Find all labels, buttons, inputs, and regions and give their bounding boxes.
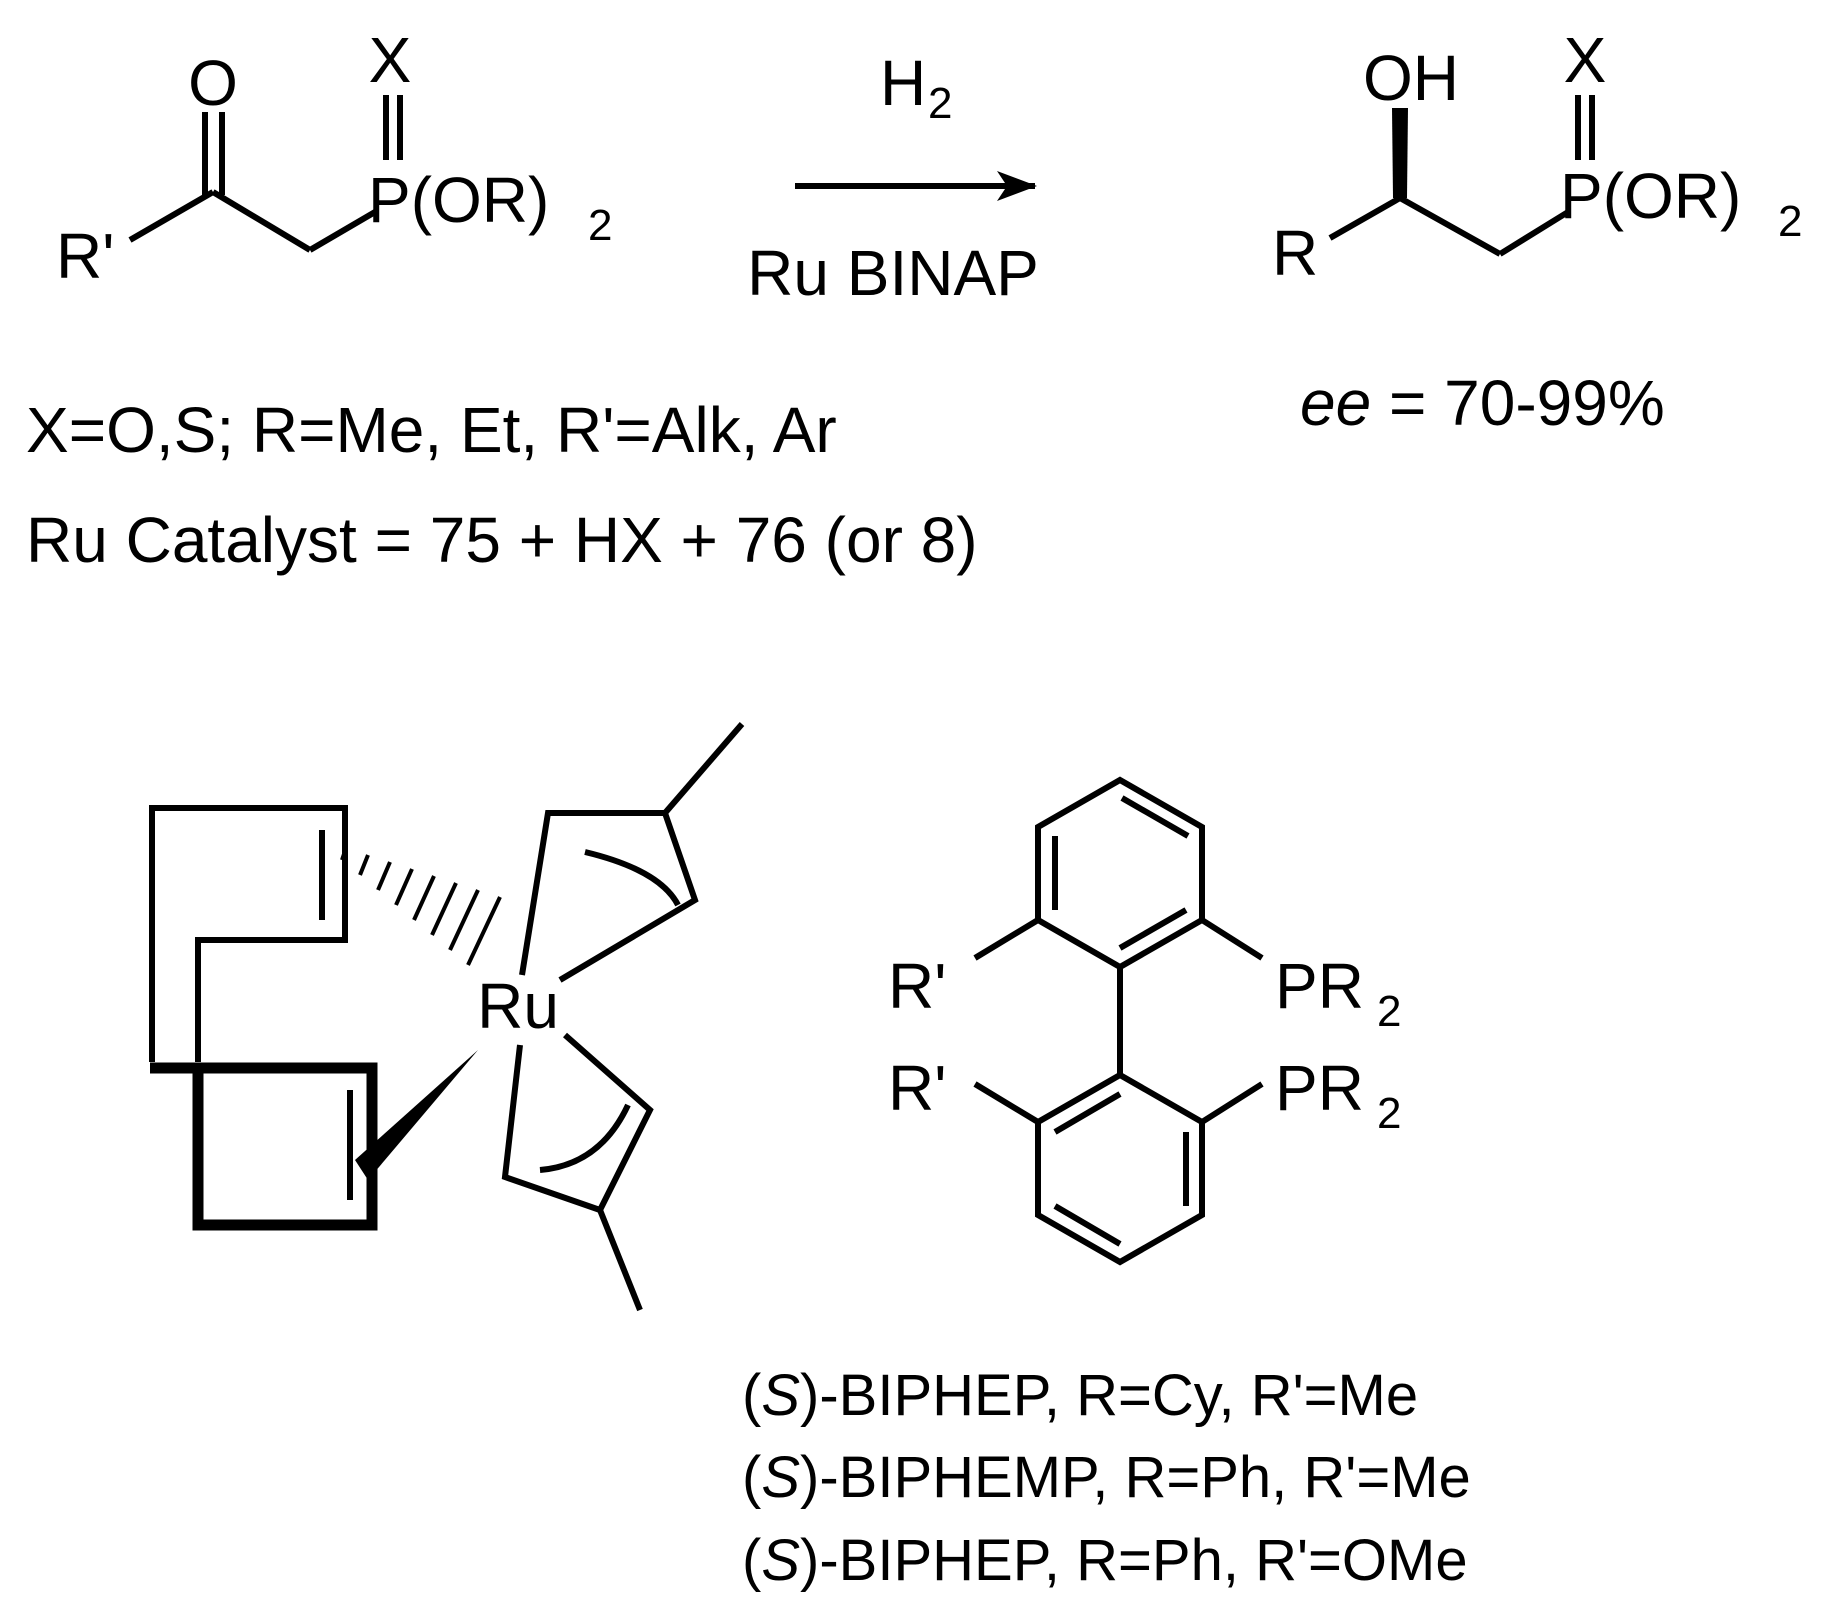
ligand-pr2-top-label: PR (1275, 950, 1364, 1022)
methallyl-upper-methyl (662, 722, 745, 815)
reactant-phosphonate-label: P(OR) (368, 164, 549, 236)
enantiomeric-excess-label: ee = 70-99% (1300, 367, 1665, 439)
reactant-x-label: X (369, 24, 412, 96)
ligand-pr2-bottom-subscript: 2 (1377, 1089, 1401, 1138)
bond-pr2-bottom (1200, 1081, 1264, 1125)
reagent-h2-label: H (880, 47, 926, 119)
cod-back-ring (149, 805, 348, 1062)
reaction-arrow-group: H 2 Ru BINAP (747, 47, 1039, 309)
bottom-ring-inner-1 (1053, 1091, 1122, 1135)
ligand-pr2-bottom-label: PR (1275, 1052, 1364, 1124)
product-phosphonate-label: P(OR) (1560, 160, 1741, 232)
bond-rprime-bottom (973, 1081, 1040, 1125)
ligand-caption: (S)-BIPHEP, R=Ph, R'=OMe (742, 1528, 1468, 1593)
biphenyl-bottom-ring (1035, 1071, 1205, 1266)
methallyl-lower (501, 1032, 654, 1214)
ketone-oxygen-label: O (188, 47, 238, 119)
product-hydroxyphosphonate: OH X R P(OR) 2 ee = 70-99% (1272, 24, 1802, 439)
product-phosphonate-subscript: 2 (1778, 197, 1802, 246)
ligand-rprime-bottom-label: R' (888, 1052, 946, 1124)
top-ring-inner-3 (1118, 907, 1188, 951)
ligand-pr2-top-subscript: 2 (1377, 987, 1401, 1036)
cod-front-top (150, 1062, 378, 1142)
reactant-rprime-label: R' (56, 220, 114, 292)
hashed-bond-ru-cod (340, 847, 502, 966)
bond-ch2-p (308, 209, 377, 253)
bond-r-c (1328, 195, 1402, 241)
ligand-captions: (S)-BIPHEP, R=Cy, R'=Me (S)-BIPHEMP, R=P… (742, 1363, 1471, 1593)
ee-italic: ee (1300, 367, 1371, 439)
wedge-bond-ru-cod (355, 1050, 478, 1180)
substituent-note: X=O,S; R=Me, Et, R'=Alk, Ar (26, 394, 837, 466)
methallyl-lower-delocalization (539, 1103, 631, 1173)
biphenyl-top-ring (1035, 776, 1205, 971)
methallyl-upper-delocalization (584, 849, 681, 907)
cod-front-bottom (192, 1068, 378, 1231)
product-r-label: R (1272, 217, 1318, 289)
reactant-phosphonate-subscript: 2 (588, 201, 612, 250)
ee-value: = 70-99% (1371, 367, 1665, 439)
product-x-label: X (1564, 24, 1607, 96)
bond-pr2-top (1200, 917, 1264, 961)
ligand-caption: (S)-BIPHEMP, R=Ph, R'=Me (742, 1445, 1471, 1510)
bond-rprime-top (973, 917, 1040, 961)
bond-c-ch2 (211, 189, 312, 253)
bond-ch2-p-product (1498, 209, 1570, 257)
ruthenium-label: Ru (477, 970, 559, 1042)
biphep-ligand: R' R' PR 2 PR 2 (888, 776, 1401, 1266)
methallyl-lower-methyl (597, 1208, 643, 1312)
bond-rprime-c (128, 189, 215, 243)
ruthenium-cod-complex: Ru (149, 722, 745, 1312)
ligand-rprime-top-label: R' (888, 950, 946, 1022)
bond-wedge-oh (1392, 108, 1408, 198)
top-ring-inner-1 (1120, 795, 1190, 839)
bond-c-ch2-product (1398, 195, 1502, 257)
ligand-caption: (S)-BIPHEP, R=Cy, R'=Me (742, 1363, 1418, 1428)
reagent-h2-subscript: 2 (928, 79, 952, 128)
catalyst-note: Ru Catalyst = 75 + HX + 76 (or 8) (26, 504, 978, 576)
bottom-ring-inner-3 (1053, 1203, 1122, 1247)
reactant-ketophosphonate: O X R' P(OR) 2 (56, 24, 612, 292)
catalyst-condition-label: Ru BINAP (747, 237, 1039, 309)
product-oh-label: OH (1363, 42, 1459, 114)
